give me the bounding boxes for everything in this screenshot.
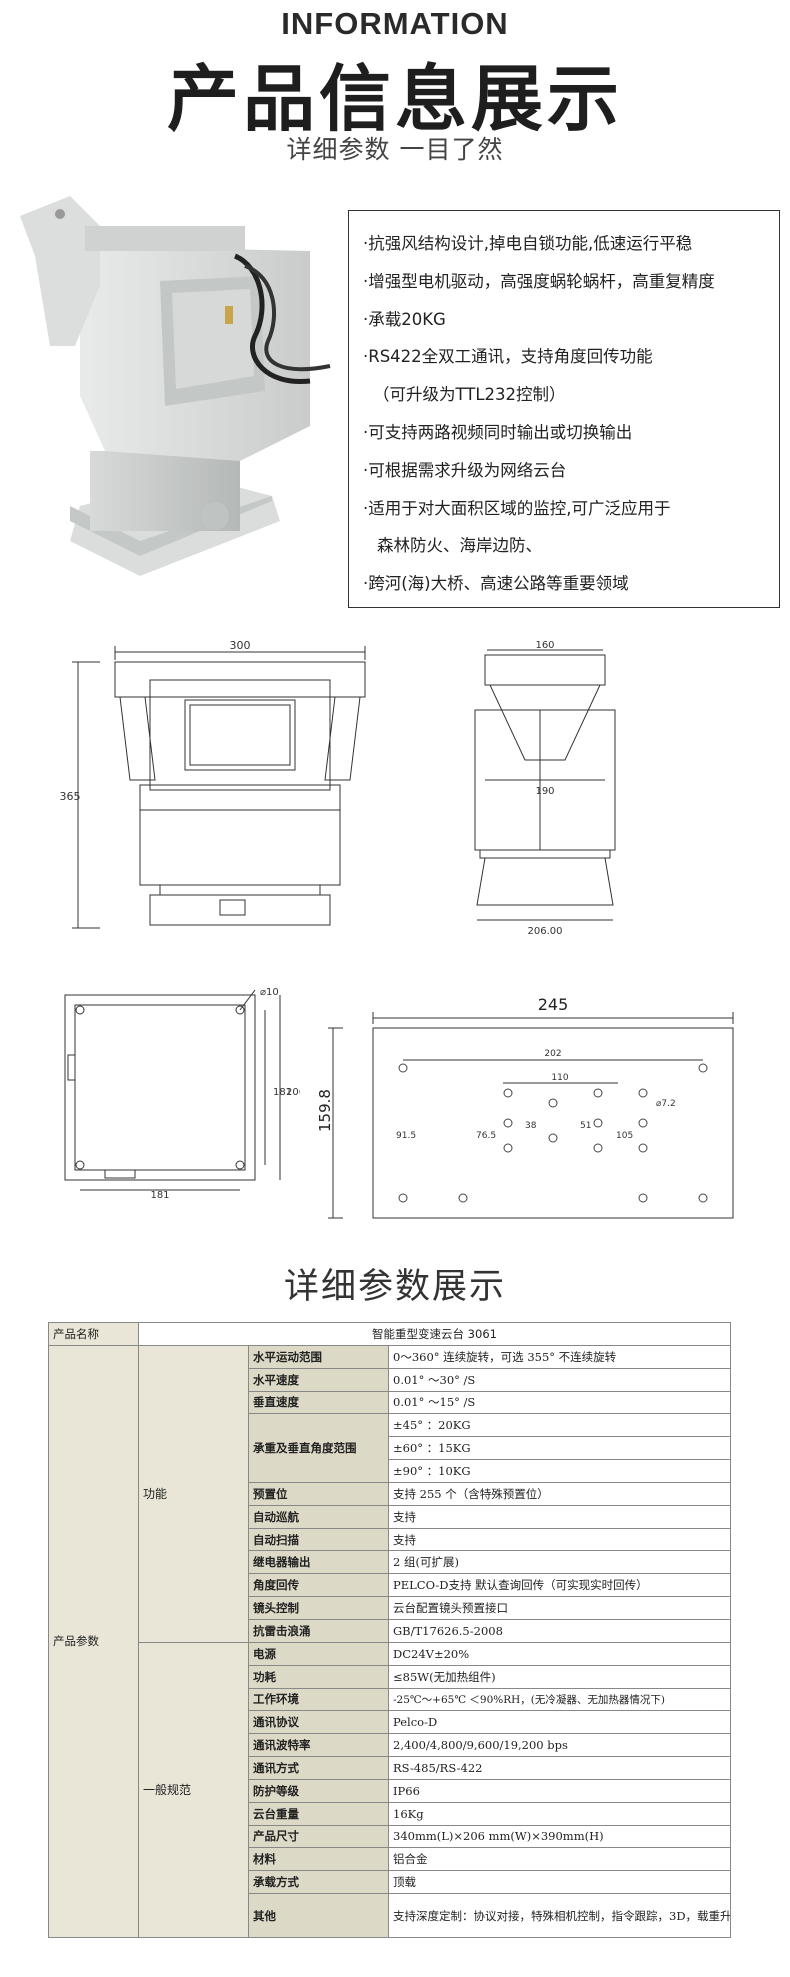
spec-value: ±45° ：20KG [388, 1413, 731, 1438]
feature-line: ·抗强风结构设计,掉电自锁功能,低速运行平稳 [363, 234, 693, 253]
spec-value: DC24V±20% [388, 1641, 731, 1666]
spec-value: 支持 [388, 1504, 731, 1529]
feature-line: ·承载20KG [363, 309, 446, 329]
name-value: 智能重型变速云台 3061 [138, 1322, 731, 1346]
spec-key: 承载方式 [248, 1870, 389, 1895]
spec-key: 继电器输出 [248, 1550, 389, 1575]
spec-key: 角度回传 [248, 1573, 389, 1598]
spec-key: 功耗 [248, 1664, 389, 1689]
spec-value: ±60° ：15KG [388, 1436, 731, 1461]
spec-key: 承重及垂直角度范围 [248, 1413, 389, 1483]
dim-plate-105: 105 [616, 1131, 633, 1141]
feature-line: 森林防火、海岸边防、 [377, 536, 542, 556]
spec-value: ±90° ：10KG [388, 1459, 731, 1483]
dim-base-width: 181 [150, 1190, 169, 1200]
spec-value: 铝合金 [388, 1847, 731, 1872]
spec-value: -25℃～+65℃ ＜90%RH，(无冷凝器、无加热器情况下) [388, 1687, 731, 1712]
header-english: INFORMATION [281, 6, 509, 41]
spec-value: PELCO-D支持 默认查询回传（可实现实时回传） [388, 1573, 731, 1598]
features-box: ·抗强风结构设计,掉电自锁功能,低速运行平稳 ·增强型电机驱动，高强度蜗轮蜗杆，… [348, 210, 780, 608]
spec-key: 水平速度 [248, 1367, 389, 1392]
dim-plate-38: 38 [525, 1121, 537, 1131]
spec-key: 通讯方式 [248, 1756, 389, 1780]
feature-line: ·可根据需求升级为网络云台 [363, 460, 567, 480]
spec-value: 支持深度定制：协议对接，特殊相机控制，指令跟踪，3D，载重升级，速度匹配等 [388, 1893, 731, 1939]
side-view-drawing: 160 190 206.00 [474, 640, 616, 937]
dim-plate-91: 91.5 [396, 1131, 416, 1141]
spec-key: 工作环境 [248, 1687, 389, 1712]
page-title: 产品信息展示 [166, 57, 623, 141]
product-photo [20, 196, 331, 576]
dim-plate-height: 159.8 [318, 1089, 334, 1132]
spec-key: 云台重量 [248, 1801, 389, 1826]
dim-plate-202: 202 [544, 1049, 561, 1059]
spec-value: 0～360° 连续旋转，可选 355° 不连续旋转 [388, 1344, 731, 1369]
feature-line: ·适用于对大面积区域的监控,可广泛应用于 [363, 498, 671, 518]
dim-base-h1: 181 [273, 1087, 292, 1098]
feature-line: ·RS422全双工通讯，支持角度回传功能 [363, 347, 653, 367]
spec-value: 16Kg [388, 1801, 731, 1826]
spec-value: GB/T17626.5-2008 [388, 1618, 731, 1643]
dim-side-bottom: 206.00 [528, 926, 563, 937]
spec-value: 2,400/4,800/9,600/19,200 bps [388, 1733, 731, 1758]
spec-key: 防护等级 [248, 1778, 389, 1803]
feature-line: （可升级为TTL232控制） [373, 385, 566, 405]
spec-value: Pelco-D [388, 1710, 731, 1735]
group-function: 功能 [138, 1344, 249, 1643]
spec-value: 支持 [388, 1527, 731, 1552]
spec-value: ≤85W(无加热组件) [388, 1664, 731, 1689]
spec-key: 镜头控制 [248, 1596, 389, 1620]
spec-key: 抗雷击浪涌 [248, 1618, 389, 1643]
front-view-drawing: 300 365 [60, 640, 366, 929]
spec-key: 电源 [248, 1641, 389, 1666]
dim-front-height: 365 [60, 790, 81, 803]
spec-key: 自动扫描 [248, 1527, 389, 1552]
spec-key: 材料 [248, 1847, 389, 1872]
spec-key: 通讯协议 [248, 1710, 389, 1735]
dim-front-width: 300 [230, 640, 251, 652]
spec-value: RS-485/RS-422 [388, 1756, 731, 1780]
name-label: 产品名称 [48, 1322, 139, 1346]
spec-key: 水平运动范围 [248, 1344, 389, 1369]
dim-side-mid: 190 [535, 786, 554, 797]
params-label: 产品参数 [48, 1344, 139, 1939]
feature-line: ·增强型电机驱动，高强度蜗轮蜗杆，高重复精度 [363, 271, 715, 291]
spec-value: 云台配置镜头预置接口 [388, 1596, 731, 1620]
spec-value: 0.01° ～30° /S [388, 1367, 731, 1392]
dim-plate-110: 110 [551, 1073, 568, 1083]
spec-key: 其他 [248, 1893, 389, 1939]
dim-plate-76: 76.5 [476, 1131, 496, 1141]
spec-key: 通讯波特率 [248, 1733, 389, 1758]
dim-plate-hole: ⌀7.2 [656, 1099, 676, 1109]
spec-value: 顶载 [388, 1870, 731, 1895]
mounting-plate-drawing: 245 159.8 202 110 91.5 76.5 38 51 105 ⌀7… [318, 995, 734, 1219]
feature-line: ·跨河(海)大桥、高速公路等重要领域 [363, 574, 629, 594]
spec-key: 自动巡航 [248, 1504, 389, 1529]
spec-value: 2 组(可扩展) [388, 1550, 731, 1575]
group-general: 一般规范 [138, 1641, 249, 1939]
dim-side-top: 160 [535, 640, 554, 651]
spec-key: 产品尺寸 [248, 1824, 389, 1849]
spec-value: IP66 [388, 1778, 731, 1803]
spec-key: 垂直速度 [248, 1390, 389, 1415]
dim-plate-51: 51 [580, 1121, 591, 1131]
base-plate-drawing: ⌀10 181 181 206 [64, 987, 300, 1200]
dim-base-hole: ⌀10 [260, 987, 279, 998]
spec-key: 预置位 [248, 1481, 389, 1506]
section-title-spec: 详细参数展示 [283, 1267, 506, 1307]
spec-value: 0.01° ～15° /S [388, 1390, 731, 1415]
spec-table: 产品名称 智能重型变速云台 3061 产品参数 功能 水平运动范围 0～360°… [48, 1322, 731, 1939]
spec-value: 支持 255 个（含特殊预置位） [388, 1481, 731, 1506]
dim-plate-width: 245 [538, 995, 569, 1014]
spec-value: 340mm(L)×206 mm(W)×390mm(H) [388, 1824, 731, 1849]
dim-base-h2: 206 [286, 1087, 300, 1098]
page-subtitle: 详细参数 一目了然 [286, 135, 504, 164]
feature-line: ·可支持两路视频同时输出或切换输出 [363, 422, 633, 442]
